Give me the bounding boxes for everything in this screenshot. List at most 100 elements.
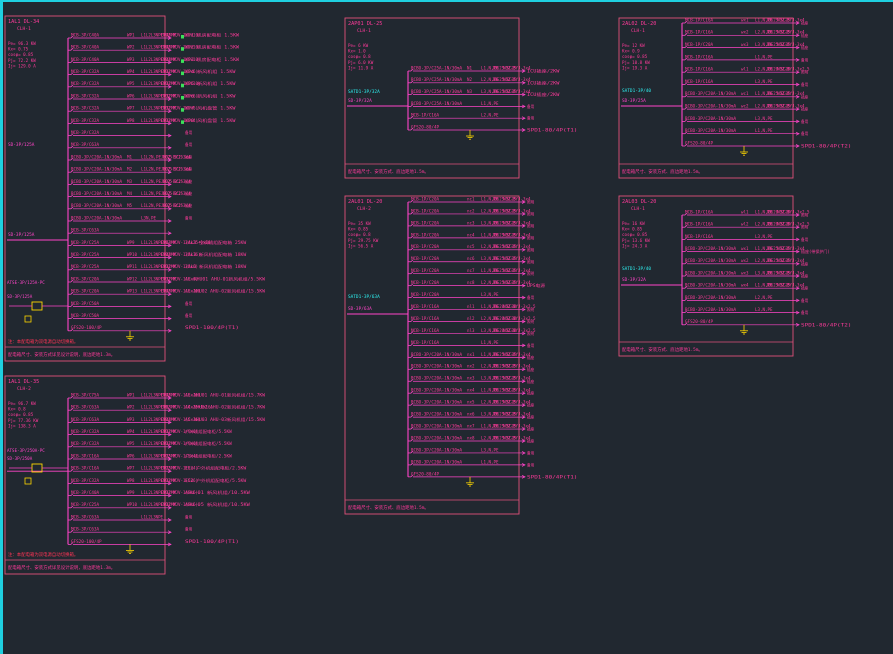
breaker-spec: MCB-1P/C20A xyxy=(411,196,440,201)
circuit-row[interactable]: MCB-3P/C63A xyxy=(68,228,172,236)
breaker-symbol xyxy=(70,456,74,460)
load-description: AC-AHU03 AHU-03新风机组/15.5KW xyxy=(185,416,266,423)
phase-connection: L1L2L3NPE xyxy=(141,45,163,50)
